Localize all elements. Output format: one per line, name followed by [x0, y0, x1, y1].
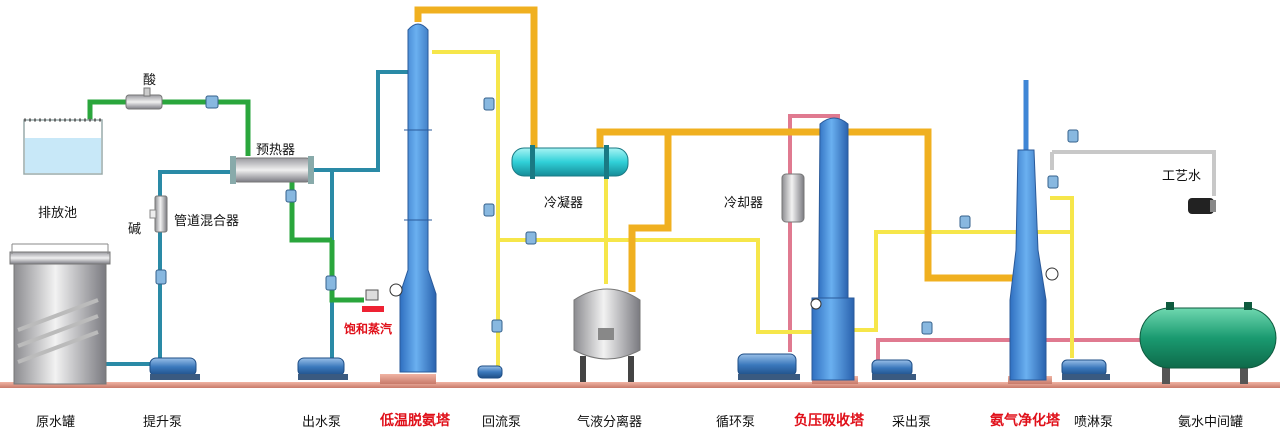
circulation-pump-label: 循环泵 — [716, 415, 756, 430]
negative-pressure-absorption-tower-label: 负压吸收塔 — [794, 413, 864, 429]
ammonia-purification-tower — [1008, 80, 1059, 384]
process-water-label: 工艺水 — [1162, 169, 1202, 184]
extraction-pump — [871, 359, 916, 380]
preheater-label: 预热器 — [256, 143, 296, 158]
ammonia-water-tank-label: 氨水中间罐 — [1178, 415, 1244, 430]
raw-water-tank-label: 原水罐 — [36, 415, 76, 430]
condenser — [511, 145, 629, 179]
cooling-water-line — [432, 50, 1074, 372]
extraction-pump-label: 采出泵 — [892, 415, 932, 430]
ground-line — [0, 382, 1280, 388]
ammonia-purification-tower-label: 氨气净化塔 — [990, 413, 1060, 429]
acid-line — [87, 99, 364, 303]
process-water-line — [1050, 150, 1216, 196]
process-water-pump — [1188, 198, 1216, 214]
gas-liquid-separator-label: 气液分离器 — [577, 415, 643, 430]
spray-pump-label: 喷淋泵 — [1074, 415, 1114, 430]
lift-pump-label: 提升泵 — [143, 415, 183, 430]
valve — [155, 95, 1079, 335]
drain-pool-label: 排放池 — [38, 206, 78, 221]
base-label: 碱 — [128, 222, 142, 237]
negative-pressure-absorption-tower — [810, 117, 858, 384]
reflux-pump — [477, 365, 503, 379]
pipe-mixer — [149, 195, 168, 233]
reflux-pump-label: 回流泵 — [482, 415, 522, 430]
acid-label: 酸 — [143, 73, 157, 88]
cooler-label: 冷却器 — [724, 196, 764, 211]
raw-water-tank — [9, 243, 111, 385]
preheater — [230, 156, 314, 184]
steam-trap — [362, 289, 384, 312]
acid-dosing-unit — [125, 87, 163, 110]
cooler — [781, 173, 805, 223]
gas-liquid-separator — [573, 288, 641, 382]
outlet-pump — [297, 357, 348, 380]
condenser-label: 冷凝器 — [544, 196, 584, 211]
lift-pump — [149, 357, 200, 380]
vapor-line — [414, 6, 1020, 292]
drain-pool — [23, 118, 103, 175]
spray-pump — [1061, 359, 1110, 380]
ammonia-water-tank — [1139, 302, 1277, 384]
outlet-pump-label: 出水泵 — [302, 415, 342, 430]
pipe-mixer-label: 管道混合器 — [174, 214, 240, 229]
steam-label: 饱和蒸汽 — [344, 322, 393, 336]
low-temp-deammonia-tower — [380, 23, 437, 384]
circulation-pump — [737, 353, 800, 380]
low-temp-deammonia-tower-label: 低温脱氨塔 — [380, 413, 450, 429]
